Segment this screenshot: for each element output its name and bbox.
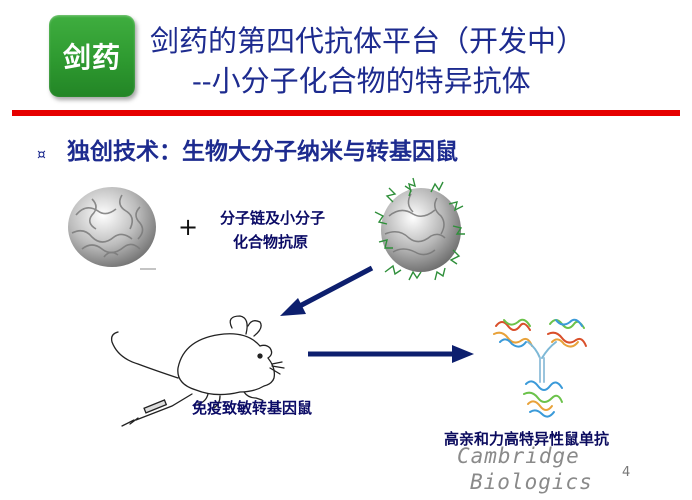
bullet-icon: ¤ <box>37 147 46 163</box>
watermark-line2: Biologics <box>470 470 593 494</box>
arrow-to-mouse <box>280 265 374 316</box>
antibody-label: 高亲和力高特异性鼠单抗 <box>444 430 610 448</box>
mouse-drawing <box>110 315 285 427</box>
slide-title-line2: --小分子化合物的特异抗体 <box>192 64 531 98</box>
company-logo: 剑药 <box>49 15 135 97</box>
mouse-label: 免疫致敏转基因鼠 <box>192 399 313 417</box>
conjugated-nanoparticle-image <box>374 177 465 281</box>
antibody-structure-image <box>493 318 587 418</box>
section-heading: 独创技术：生物大分子纳米与转基因鼠 <box>67 138 458 165</box>
plus-sign: + <box>178 213 199 241</box>
title-divider <box>12 110 680 116</box>
page-number: 4 <box>622 465 631 480</box>
nanoparticle-image <box>68 187 156 270</box>
antigen-label-line1: 分子链及小分子 <box>220 209 326 227</box>
arrow-to-antibody <box>308 345 474 363</box>
slide-title-line1: 剑药的第四代抗体平台（开发中） <box>150 24 586 58</box>
logo-text: 剑药 <box>62 41 121 74</box>
antigen-label-line2: 化合物抗原 <box>233 233 309 251</box>
watermark-line1: Cambridge <box>457 444 580 468</box>
